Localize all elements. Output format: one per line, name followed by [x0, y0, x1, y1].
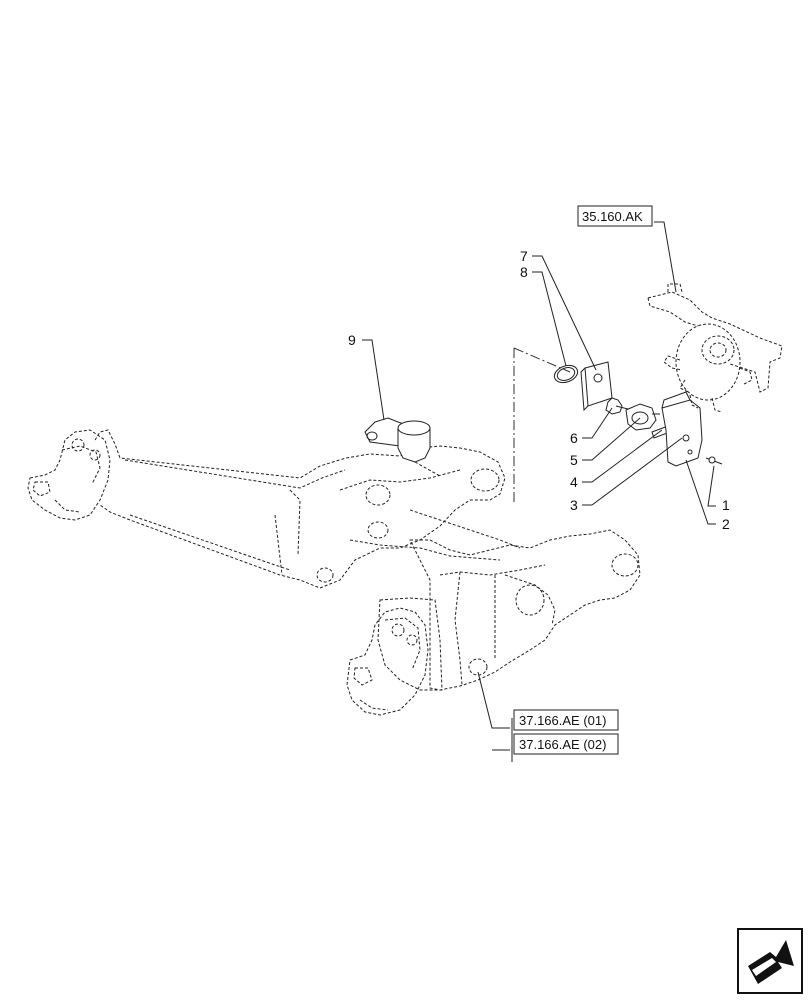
callout-5: 5	[570, 452, 578, 468]
pin-part	[364, 417, 441, 477]
accumulator-assembly	[647, 283, 783, 413]
page-navigation-arrow-icon[interactable]	[737, 928, 803, 994]
callout-4: 4	[570, 474, 578, 490]
o-ring-part	[553, 364, 579, 384]
callout-2: 2	[722, 516, 730, 532]
callout-3: 3	[570, 497, 578, 513]
reference-37-166-ae-01-label: 37.166.AE (01)	[519, 713, 606, 728]
bracket-part	[661, 391, 723, 467]
callout-8: 8	[520, 264, 528, 280]
reference-37-166-ae-02-label: 37.166.AE (02)	[519, 737, 606, 752]
reference-35-160-ak-label: 35.160.AK	[582, 209, 643, 224]
reference-35-160-ak[interactable]: 35.160.AK	[577, 205, 653, 227]
callout-numbers: 1 2 3 4 5 6 7 8 9	[348, 248, 730, 532]
callout-9: 9	[348, 332, 356, 348]
reference-37-166-ae-02[interactable]: 37.166.AE (02)	[513, 733, 619, 755]
lower-link-arms	[27, 429, 641, 716]
callout-7: 7	[520, 248, 528, 264]
assembly-line	[513, 347, 571, 505]
leader-lines	[362, 221, 716, 762]
callout-6: 6	[570, 430, 578, 446]
callout-1: 1	[722, 497, 730, 513]
reference-37-166-ae-01[interactable]: 37.166.AE (01)	[513, 709, 619, 731]
